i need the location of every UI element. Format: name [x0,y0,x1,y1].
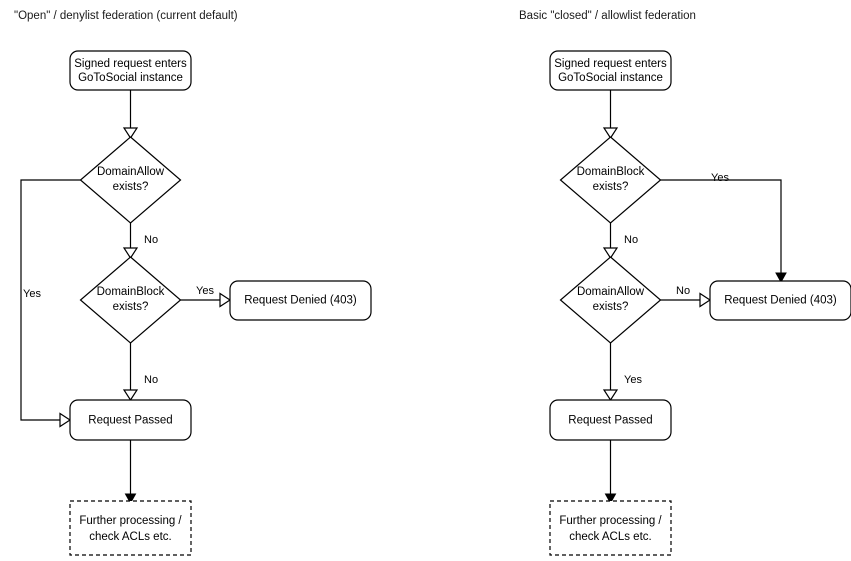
edge-label-domainblock-no: No [624,234,638,246]
arrow-head-open-icon [602,127,619,140]
decision-domainblock-label-line1: DomainBlock [577,166,645,178]
decision-domainallow-label-line2: exists? [113,181,149,193]
node-request-denied-left: Request Denied (403) [229,280,372,321]
edge-domainallow-no-to-domainblock: No [122,223,158,260]
request-denied-box-shape [229,280,372,321]
arrow-head-open-icon [122,127,139,140]
arrow-head-solid-icon [775,272,787,284]
edge-label-domainallow-no: No [676,285,690,297]
panel-title-open-denylist: "Open" / denylist federation (current de… [14,10,238,22]
panel-closed-allowlist: Basic "closed" / allowlist federation Si… [519,10,851,556]
decision-domainblock-label-line2: exists? [593,181,629,193]
decision-domainallow-label-line2: exists? [593,301,629,313]
request-denied-label: Request Denied (403) [244,295,357,307]
arrow-head-solid-icon [124,493,137,505]
edge-passed-to-further-right [604,440,617,505]
edge-label-domainallow-yes: Yes [624,374,642,386]
edge-domainallow-yes-to-passed-right: Yes [602,343,642,402]
decision-domainallow-label-line1: DomainAllow [577,286,645,298]
entry-box-shape [69,50,192,91]
edge-label-domainblock-no: No [144,374,158,386]
node-decision-domainblock-left: DomainBlock exists? [79,256,182,344]
arrow-head-open-icon [699,292,712,308]
decision-domainblock-label-line2: exists? [113,301,149,313]
request-denied-box-shape [709,280,851,321]
arrow-head-open-icon [219,292,232,308]
panel-title-closed-allowlist: Basic "closed" / allowlist federation [519,10,696,22]
further-processing-box-shape [549,500,672,556]
decision-diamond-shape [559,136,662,224]
node-further-processing-right: Further processing / check ACLs etc. [549,500,672,556]
node-entry-left: Signed request enters GoToSocial instanc… [69,50,192,91]
node-decision-domainallow-right: DomainAllow exists? [559,256,662,344]
further-processing-box-shape [69,500,192,556]
arrow-head-open-icon [59,412,72,428]
edge-label-domainallow-no: No [144,234,158,246]
request-passed-label: Request Passed [88,415,172,427]
decision-domainblock-label-line1: DomainBlock [97,286,165,298]
decision-domainallow-label-line1: DomainAllow [97,166,165,178]
entry-box-label-line1: Signed request enters [554,58,667,70]
decision-diamond-shape [559,256,662,344]
panel-open-denylist: "Open" / denylist federation (current de… [14,10,372,556]
decision-diamond-shape [79,136,182,224]
further-processing-label-line1: Further processing / [79,515,182,527]
arrow-head-open-icon [602,247,619,260]
edge-label-domainblock-yes: Yes [196,285,214,297]
further-processing-label-line2: check ACLs etc. [89,531,171,543]
edge-domainallow-yes-to-passed: Yes [20,179,81,428]
request-passed-label: Request Passed [568,415,652,427]
node-further-processing-left: Further processing / check ACLs etc. [69,500,192,556]
node-request-passed-right: Request Passed [549,399,672,441]
arrow-head-solid-icon [604,493,617,505]
node-decision-domainallow-left: DomainAllow exists? [79,136,182,224]
edge-domainblock-yes-to-denied: Yes [180,285,232,308]
node-decision-domainblock-right: DomainBlock exists? [559,136,662,224]
edge-entry-to-domainallow [122,90,139,140]
further-processing-label-line2: check ACLs etc. [569,531,651,543]
edge-domainblock-no-to-domainallow: No [602,223,638,260]
request-denied-label: Request Denied (403) [724,295,837,307]
edge-label-domainallow-yes: Yes [23,288,41,300]
arrow-head-open-icon [602,389,619,402]
edge-entry-to-domainblock-right [602,90,619,140]
edge-domainblock-no-to-passed: No [122,343,158,402]
entry-box-label-line2: GoToSocial instance [78,72,183,84]
decision-diamond-shape [79,256,182,344]
node-request-denied-right: Request Denied (403) [709,280,851,321]
edge-domainallow-no-to-denied-right: No [660,285,712,308]
arrow-head-open-icon [122,389,139,402]
node-entry-right: Signed request enters GoToSocial instanc… [549,50,672,91]
entry-box-label-line2: GoToSocial instance [558,72,663,84]
node-request-passed-left: Request Passed [69,399,192,441]
edge-label-domainblock-yes: Yes [711,172,729,184]
entry-box-label-line1: Signed request enters [74,58,187,70]
arrow-head-open-icon [122,247,139,260]
edge-domainblock-yes-to-denied-right: Yes [660,172,787,284]
entry-box-shape [549,50,672,91]
edge-passed-to-further-left [124,440,137,505]
further-processing-label-line1: Further processing / [559,515,662,527]
